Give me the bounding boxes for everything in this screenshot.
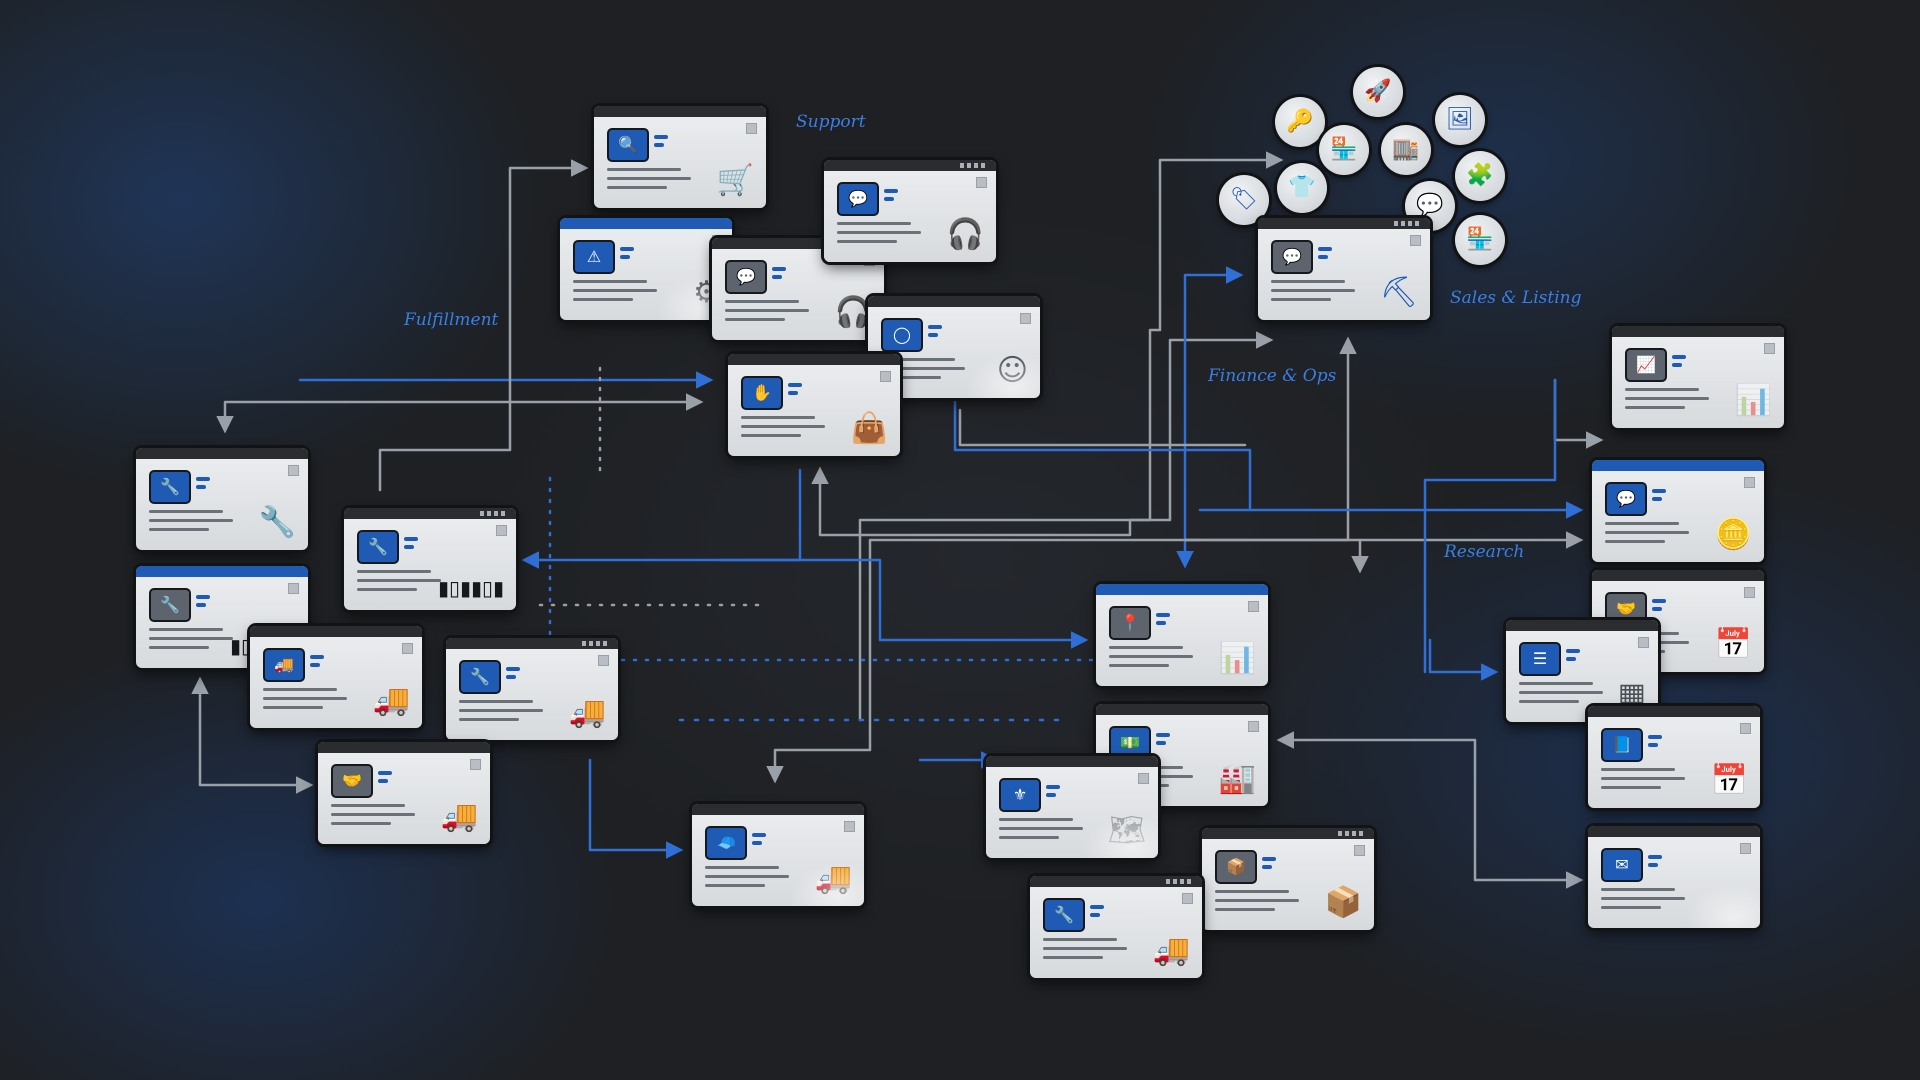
key-icon[interactable]: 🔑 [1275, 97, 1325, 147]
card-fulfill-barcode-a[interactable]: 🔧 ▮▯▮▮▯▮ [344, 508, 516, 610]
connector [191, 676, 314, 794]
connector [1176, 266, 1244, 569]
chart-icon: 📊 [1218, 641, 1256, 676]
truck-icon: 🚚 [1152, 933, 1190, 968]
card-sales-main[interactable]: 💬 ⛏ [1258, 218, 1430, 320]
connector [1423, 378, 1557, 674]
connector [858, 151, 1284, 722]
cart-icon: 🛒 [716, 163, 754, 198]
card-finance-box[interactable]: 📦 📦 [1202, 828, 1374, 930]
crane-icon: ⛏ [1379, 275, 1418, 310]
bars-icon: 📊 [1734, 383, 1772, 418]
wrench-icon: 🔧 [459, 660, 501, 694]
store-icon[interactable]: 🏪 [1455, 215, 1505, 265]
store-icon[interactable]: 🏬 [1381, 125, 1431, 175]
headset-icon: 🎧 [946, 217, 984, 252]
shirt-icon[interactable]: 👕 [1277, 163, 1327, 213]
card-support-hand[interactable]: ✋ 👜 [728, 354, 900, 456]
label-fulfillment: Fulfillment [404, 310, 499, 330]
card-support-headset[interactable]: 💬 🎧 [824, 160, 996, 262]
money-icon: 💵 [1109, 726, 1151, 760]
card-fulfill-truck-a[interactable]: 🚚 🚚 [250, 626, 422, 728]
list-icon: ☰ [1519, 642, 1561, 676]
bag-icon: 👜 [850, 411, 888, 446]
label-research: Research [1444, 542, 1525, 562]
rocket-icon[interactable]: 🚀 [1353, 67, 1403, 117]
connector [378, 159, 589, 492]
tag-icon[interactable]: 🏷 [1219, 175, 1269, 225]
card-research-mail[interactable]: ✉ [1588, 826, 1760, 928]
wrench-icon: 🔧 [258, 505, 296, 540]
wrench-icon: 🔧 [357, 530, 399, 564]
warehouse-icon: 🏭 [1218, 761, 1256, 796]
book-icon: 📘 [1601, 728, 1643, 762]
store-icon[interactable]: 🏪 [1319, 125, 1369, 175]
pin-icon: 📍 [1109, 606, 1151, 640]
fleur-icon: ⚜ [999, 778, 1041, 812]
card-finance-fleur[interactable]: ⚜ 🗺 [986, 756, 1158, 858]
card-research-trend[interactable]: 📈 📊 [1612, 326, 1784, 428]
card-finance-truck[interactable]: 🔧 🚚 [1030, 876, 1202, 978]
truck-icon: 🚚 [440, 799, 478, 834]
chat-icon: 💬 [725, 260, 767, 294]
box-icon: 📦 [1215, 850, 1257, 884]
search-icon: 🔍 [607, 128, 649, 162]
connector [766, 538, 1202, 784]
connector [521, 468, 802, 569]
connector [588, 758, 684, 859]
label-finance-ops: Finance & Ops [1208, 366, 1337, 386]
trend-icon: 📈 [1625, 348, 1667, 382]
agent-icon: 🎧 [834, 295, 872, 330]
handshake-icon: 🤝 [331, 764, 373, 798]
card-fulfill-truck-b[interactable]: 🔧 🚚 [446, 638, 618, 740]
connector [216, 393, 704, 434]
hat-icon: 🧢 [705, 826, 747, 860]
wrench-icon: 🔧 [149, 470, 191, 504]
ring-icon: ◯ [881, 318, 923, 352]
coins-icon: 🪙 [1714, 517, 1752, 552]
truck-icon: 🚚 [372, 683, 410, 718]
calendar-icon: 📅 [1710, 763, 1748, 798]
warning-icon: ⚠ [573, 240, 615, 274]
barcode-icon: ▮▯▮▮▯▮ [437, 576, 504, 600]
connector [1553, 378, 1604, 449]
image-icon[interactable]: 🖼 [1435, 95, 1485, 145]
card-research-coins[interactable]: 💬 🪙 [1592, 460, 1764, 562]
connector [958, 408, 1247, 447]
card-research-grid[interactable]: 📘 📅 [1588, 706, 1760, 808]
card-fulfill-handshake[interactable]: 🤝 🚚 [318, 742, 490, 844]
truck-icon: 🚚 [568, 695, 606, 730]
wrench-icon: 🔧 [149, 588, 191, 622]
card-research-list[interactable]: ☰ ▦ [1506, 620, 1658, 722]
chat-icon: 💬 [837, 182, 879, 216]
label-sales-listing: Sales & Listing [1450, 288, 1582, 308]
calendar-icon: 📅 [1714, 627, 1752, 662]
card-center-hat[interactable]: 🧢 🚚 [692, 804, 864, 906]
connector [1428, 638, 1499, 681]
truck-icon: 🚚 [263, 648, 305, 682]
chat-icon: 💬 [1271, 240, 1313, 274]
chat-icon: 💬 [1605, 482, 1647, 516]
label-support: Support [796, 112, 866, 132]
connector [953, 398, 1252, 510]
card-support-alert[interactable]: ⚠ ⚙ [560, 218, 732, 320]
connector [1276, 731, 1584, 889]
card-finance-pin[interactable]: 📍 📊 [1096, 584, 1268, 686]
wrench-icon: 🔧 [1043, 898, 1085, 932]
hand-icon: ✋ [741, 376, 783, 410]
card-fulfill-tool[interactable]: 🔧 🔧 [136, 448, 308, 550]
puzzle-icon[interactable]: 🧩 [1455, 151, 1505, 201]
card-support-search[interactable]: 🔍 🛒 [594, 106, 766, 208]
grid-icon: ▦ [1617, 677, 1646, 712]
mail-icon: ✉ [1601, 848, 1643, 882]
boxes-icon: 📦 [1324, 885, 1362, 920]
connector [718, 558, 1089, 649]
